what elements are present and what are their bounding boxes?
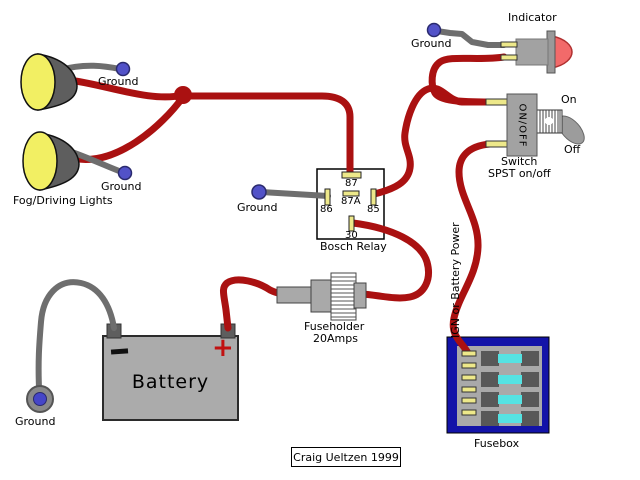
wire-switch-to-fusebox — [449, 140, 494, 357]
wire-relay-86-ground — [258, 189, 331, 199]
fuseholder-right-stub — [353, 282, 367, 309]
switch-off-label: Off — [564, 143, 581, 156]
fusebox-caption: Fusebox — [474, 437, 520, 450]
fusebox-tab-2 — [461, 362, 477, 369]
wire-battery-ground — [35, 279, 117, 391]
ground-label-bottom-light: Ground — [101, 180, 142, 193]
power-wires — [64, 53, 508, 357]
fuse-1 — [481, 351, 539, 366]
battery-plus-symbol: + — [212, 333, 234, 363]
relay-pins — [324, 171, 377, 232]
fusebox-tab-5 — [461, 397, 477, 404]
relay-pin-86 — [324, 188, 331, 206]
relay-pin-87-label: 87 — [345, 178, 358, 189]
fuse-3 — [481, 392, 539, 407]
fusebox-tab-4 — [461, 386, 477, 393]
fusebox-tab-6 — [461, 409, 477, 416]
toggle-switch — [485, 93, 585, 157]
fuse-4 — [481, 411, 539, 426]
wire-junction-to-relay-87 — [179, 92, 354, 176]
fuseholder-caption-line1: Fuseholder — [304, 320, 365, 333]
wire-indicator-to-switch — [428, 53, 508, 106]
switch-on-label: On — [561, 93, 577, 106]
wire-junction-dot — [174, 86, 192, 104]
ground-label-indicator: Ground — [411, 37, 452, 50]
relay-pin-87 — [341, 171, 362, 179]
fog-light-bottom — [22, 131, 80, 191]
battery-ring-terminal-eye — [33, 392, 47, 406]
fusebox-tab-1 — [461, 350, 477, 357]
wire-bottom-light-to-junction — [68, 93, 187, 163]
fusebox-fuses — [481, 351, 539, 426]
fog-lights-caption: Fog/Driving Lights — [13, 194, 113, 207]
ground-dot-indicator — [426, 22, 442, 38]
credit-box: Craig Ueltzen 1999 — [291, 447, 401, 467]
indicator-dome — [551, 35, 573, 69]
indicator-caption: Indicator — [508, 11, 557, 24]
ground-dot-top-light — [115, 61, 131, 77]
switch-terminal-top — [485, 98, 509, 106]
relay-pin-86-label: 86 — [320, 204, 333, 215]
fog-light-bottom-lens — [22, 131, 58, 191]
wire-relay-85-to-switch — [370, 84, 494, 198]
fuseholder — [276, 272, 367, 321]
fusebox-tab-3 — [461, 374, 477, 381]
indicator-terminal-ground — [500, 41, 518, 48]
relay-pin-85 — [370, 188, 377, 206]
switch-body-label-wrap: ON/OFF — [507, 94, 537, 156]
ground-label-top-light: Ground — [98, 75, 139, 88]
switch-terminal-bottom — [485, 140, 509, 148]
battery-label: Battery — [131, 371, 210, 393]
relay-pin-30 — [348, 215, 355, 232]
ground-dots — [115, 22, 442, 200]
switch-body-label: ON/OFF — [516, 102, 528, 148]
switch-neck-hole — [545, 117, 553, 125]
fusebox-terminals — [461, 350, 477, 416]
credit-text: Craig Ueltzen 1999 — [293, 450, 399, 464]
switch-caption-line1: Switch — [501, 155, 538, 168]
wire-indicator-ground — [434, 28, 507, 48]
fuseholder-caption-line2: 20Amps — [313, 332, 358, 345]
relay-pin-87a — [342, 190, 360, 197]
relay-caption: Bosch Relay — [320, 240, 387, 253]
switch-body — [506, 93, 538, 157]
battery-minus-symbol — [110, 348, 129, 355]
fog-light-top-lens — [20, 53, 56, 111]
indicator-barrel — [515, 38, 549, 66]
ground-dot-relay — [251, 184, 267, 200]
indicator-terminal-power — [500, 54, 518, 61]
indicator-lamp — [500, 30, 573, 74]
relay-pin-85-label: 85 — [367, 204, 380, 215]
fuseholder-left-stub — [276, 286, 315, 304]
wire-relay-30-to-fuseholder — [349, 219, 432, 302]
wire-top-light-to-junction — [64, 76, 187, 101]
ground-dot-bottom-light — [117, 165, 133, 181]
wire-battery-to-fuseholder — [220, 276, 286, 332]
ground-label-relay: Ground — [237, 201, 278, 214]
fuse-2 — [481, 372, 539, 387]
relay-pin-87a-label: 87A — [341, 196, 361, 207]
switch-caption-line2: SPST on/off — [488, 167, 551, 180]
fuseholder-collar — [310, 279, 334, 313]
fog-light-top — [20, 53, 78, 111]
ground-label-battery: Ground — [15, 415, 56, 428]
relay-pin-30-label: 30 — [345, 230, 358, 241]
fuseholder-ribs — [331, 276, 356, 318]
